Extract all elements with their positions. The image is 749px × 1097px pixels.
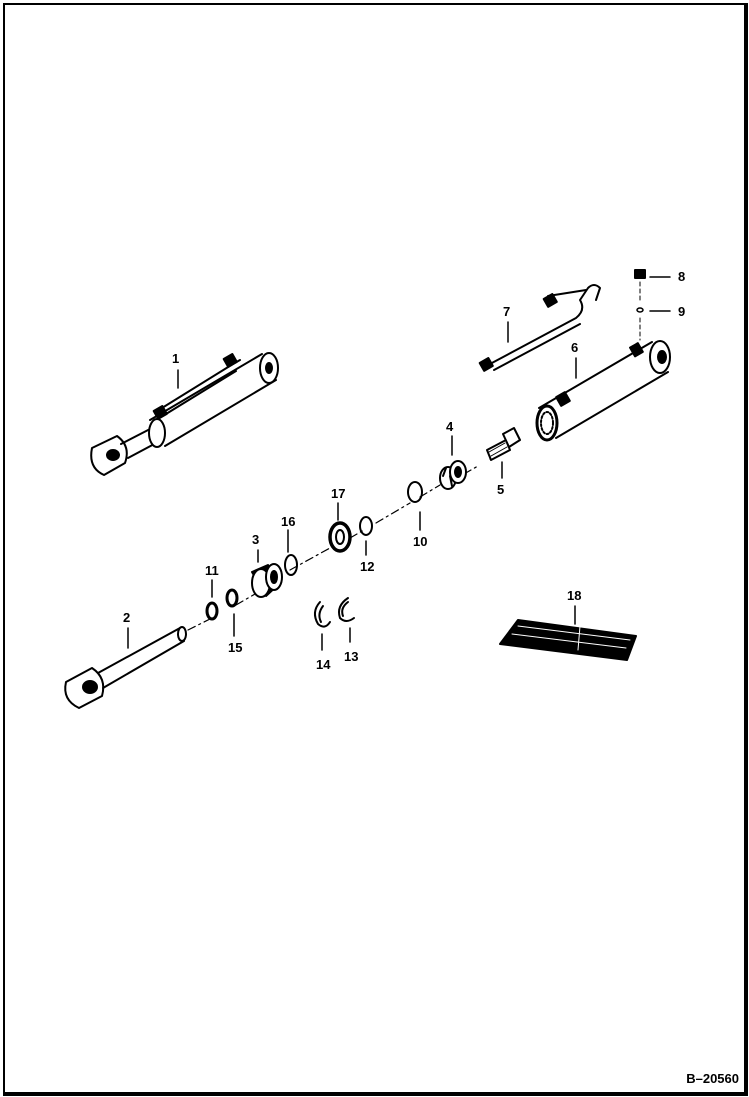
piston-seal	[359, 516, 373, 536]
callout-5: 5	[497, 482, 505, 497]
fitting-bolt	[486, 427, 521, 461]
head-o-ring	[284, 554, 298, 576]
breather-plug	[634, 269, 646, 279]
callout-9: 9	[678, 304, 686, 319]
assembled-cylinder	[90, 352, 279, 476]
callout-2: 2	[123, 610, 131, 625]
decal-kit	[499, 619, 637, 661]
hydraulic-tube	[478, 284, 601, 372]
callout-15: 15	[228, 640, 243, 655]
snap-ring	[338, 597, 355, 622]
callout-1: 1	[172, 351, 180, 366]
piston	[328, 521, 352, 553]
piston-nut	[439, 460, 467, 490]
callout-17: 17	[331, 486, 346, 501]
callout-18: 18	[567, 588, 582, 603]
callout-13: 13	[344, 649, 359, 664]
cylinder-barrel	[535, 340, 671, 442]
figure-number: B–20560	[686, 1071, 739, 1086]
callout-10: 10	[413, 534, 428, 549]
rod-wiper-seal	[205, 601, 219, 621]
plug-o-ring	[636, 307, 644, 313]
page-border	[3, 3, 748, 1096]
callout-8: 8	[678, 269, 686, 284]
callout-12: 12	[360, 559, 375, 574]
callout-7: 7	[503, 304, 511, 319]
piston-rod	[64, 626, 187, 709]
piston-o-ring	[407, 481, 423, 503]
rod-seal	[225, 588, 239, 608]
callout-11: 11	[205, 563, 219, 578]
callout-3: 3	[252, 532, 260, 547]
backup-ring	[314, 601, 331, 628]
callout-leaders	[127, 276, 671, 651]
callout-4: 4	[446, 419, 454, 434]
callout-6: 6	[571, 340, 579, 355]
callout-16: 16	[281, 514, 296, 529]
callout-14: 14	[316, 657, 331, 672]
cylinder-head	[251, 563, 283, 598]
assembly-centerline	[187, 452, 501, 631]
